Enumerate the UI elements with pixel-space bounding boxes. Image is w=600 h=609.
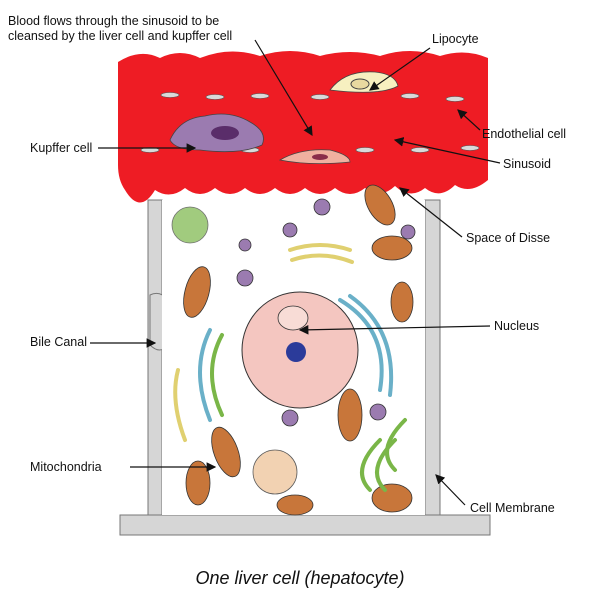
label-arrows — [90, 39, 501, 506]
organelles — [171, 184, 416, 516]
nucleus-label: Nucleus — [494, 319, 540, 333]
sinusoid-label: Sinusoid — [503, 157, 551, 171]
kupffer-cell-label: Kupffer cell — [30, 141, 93, 155]
blood-flow-line2: cleansed by the liver cell and kupffer c… — [8, 29, 233, 43]
blood-flow-line1: Blood flows through the sinusoid to be — [8, 14, 220, 28]
lipocyte-label: Lipocyte — [432, 32, 479, 46]
mitochondria-shapes — [183, 184, 414, 516]
mitochondria-label: Mitochondria — [30, 460, 102, 474]
nucleus-shape — [241, 291, 359, 409]
cell-membranes — [119, 199, 491, 536]
diagram-caption: One liver cell (hepatocyte) — [195, 568, 405, 588]
endothelial-cell-label: Endothelial cell — [482, 127, 567, 141]
cell-membrane-label: Cell Membrane — [470, 501, 555, 515]
space-of-disse-label: Space of Disse — [466, 231, 551, 245]
bile-canal-label: Bile Canal — [30, 335, 87, 349]
sinusoid-blood-vessel — [118, 51, 488, 203]
